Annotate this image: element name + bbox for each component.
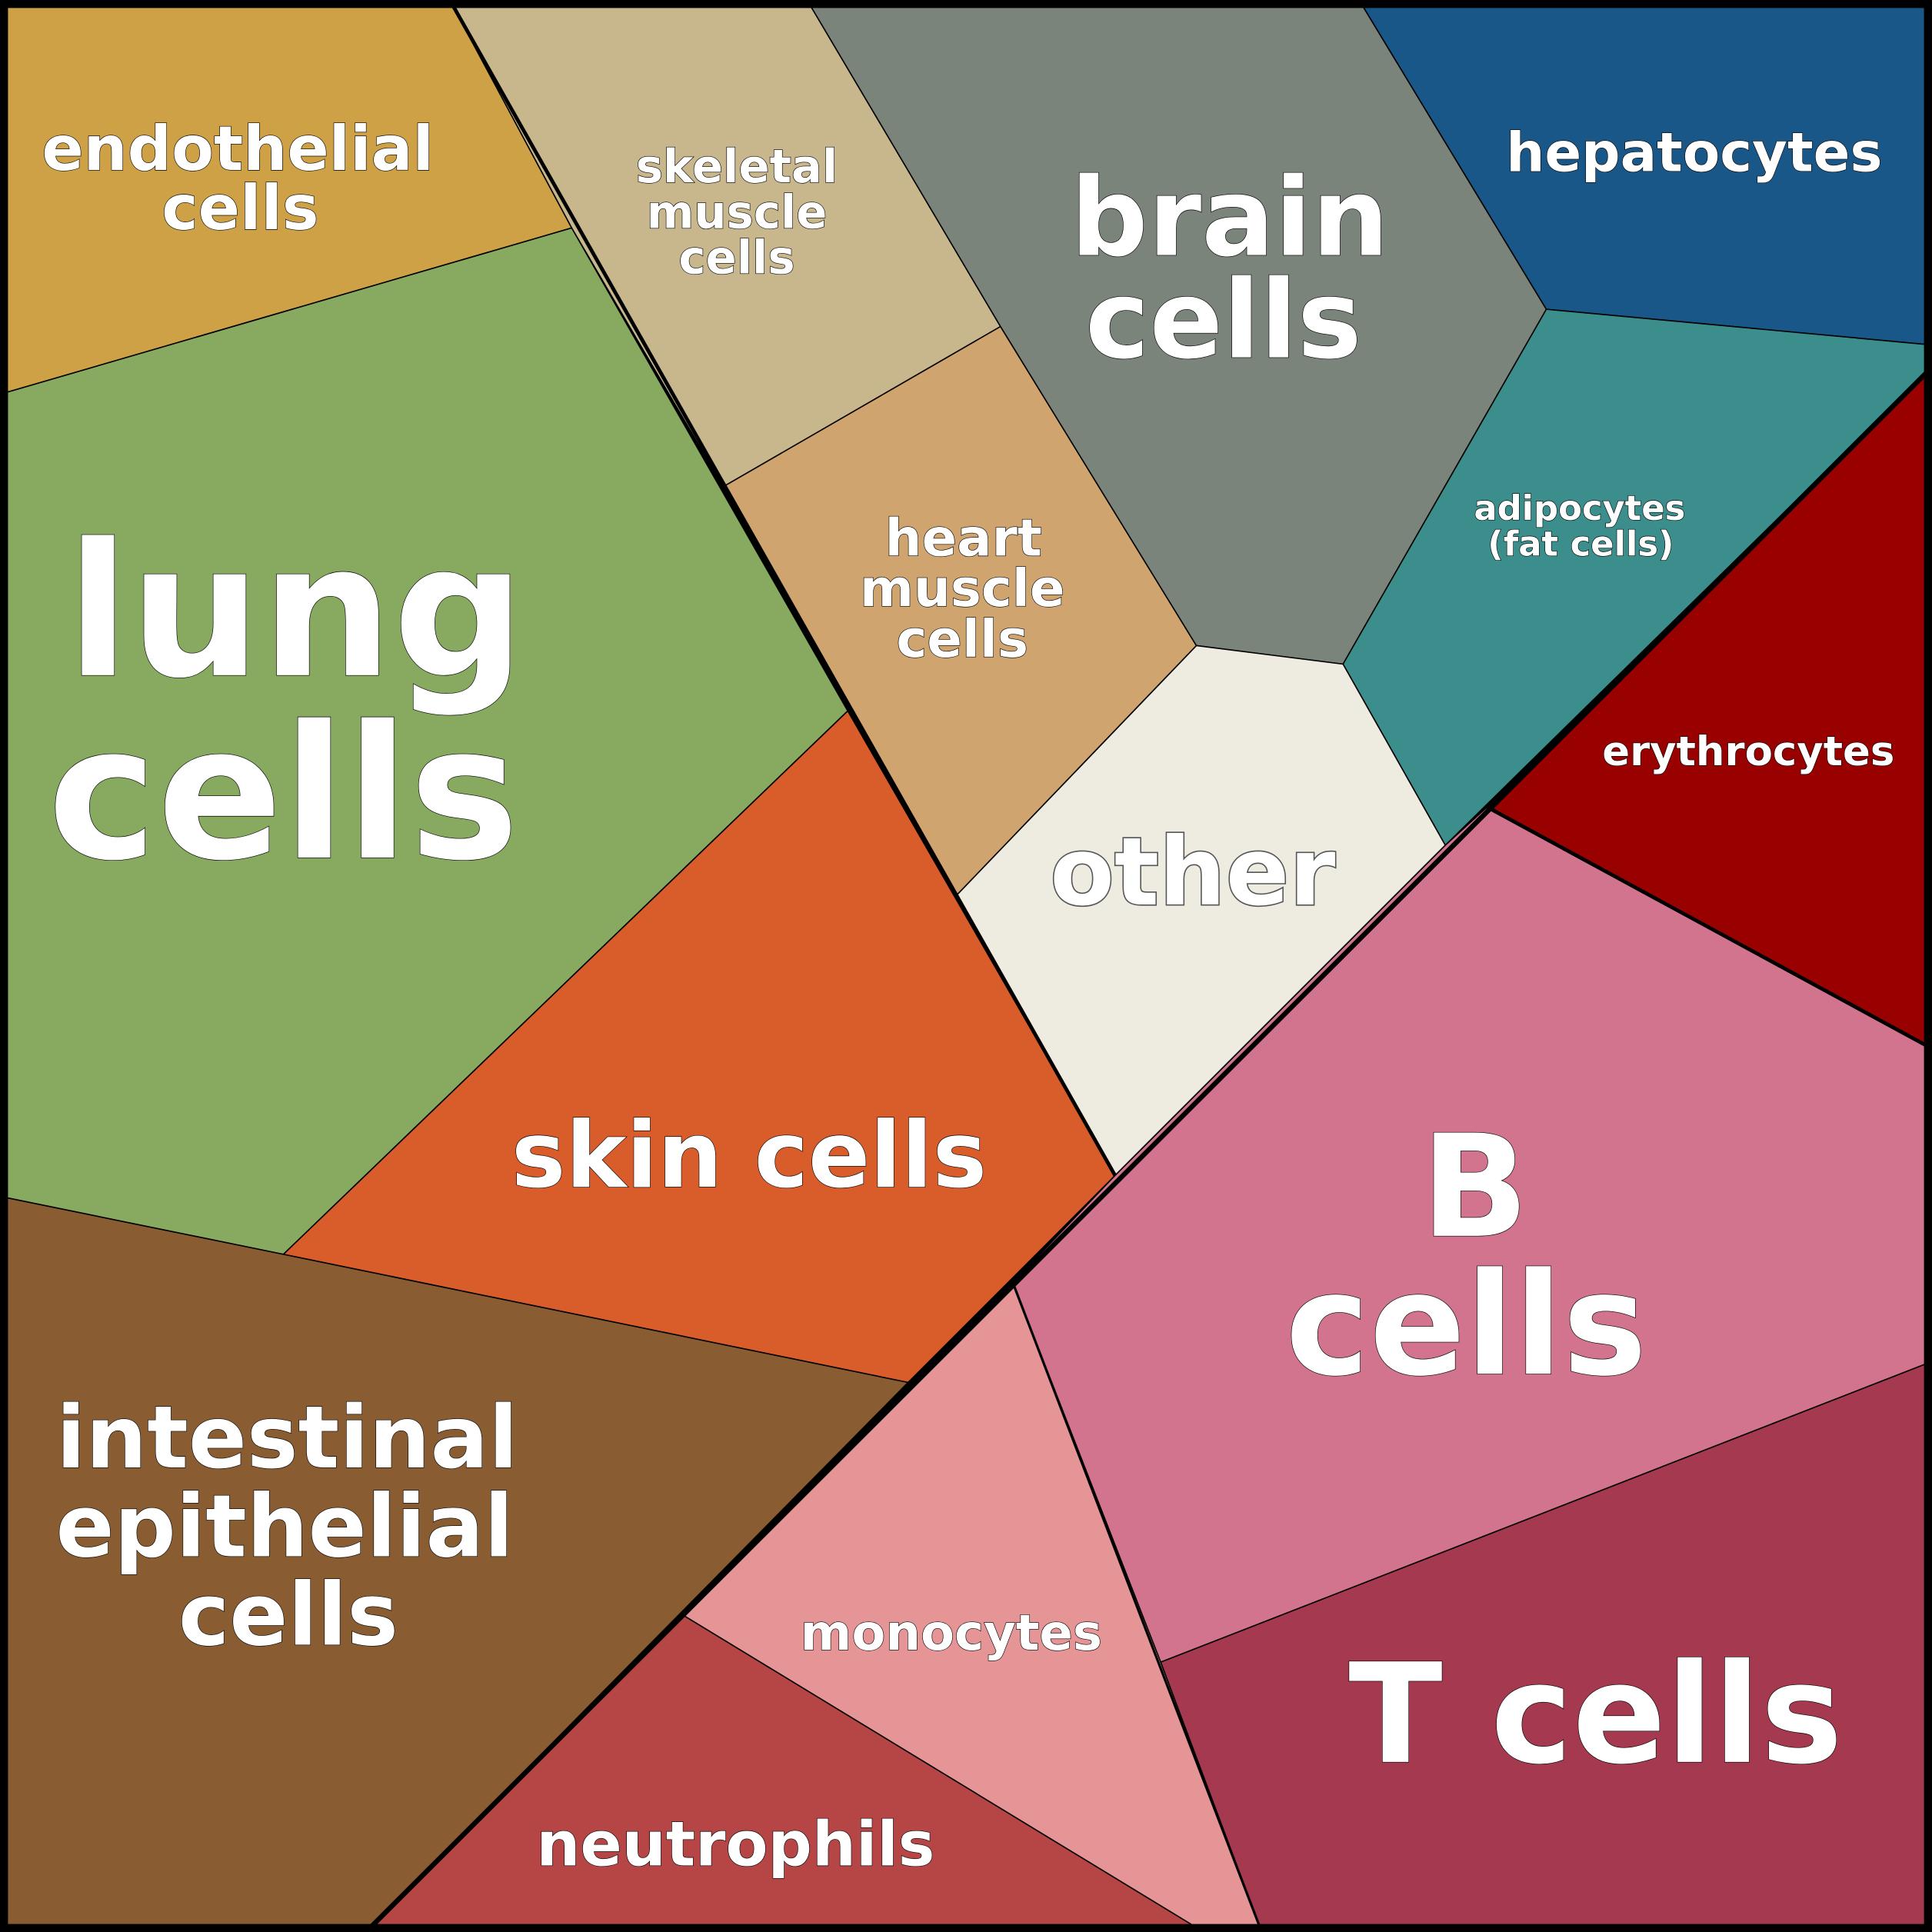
region-intestinal-epithelial-cells [0, 1195, 910, 1932]
divider-left [448, 0, 1117, 1177]
region-adipocytes [1342, 308, 1932, 847]
label-hepatocytes: hepatocytes [1506, 122, 1882, 185]
label-skin: skin cells [511, 1102, 987, 1208]
region-hepatocytes [1358, 0, 1932, 346]
divider-diagonal [364, 365, 1932, 1932]
label-erythrocytes: erythrocytes [1602, 728, 1894, 775]
divider-t-cells [1011, 1282, 1263, 1932]
label-adipocytes: adipocytes(fat cells) [1474, 488, 1685, 564]
label-other: other [1050, 818, 1335, 927]
label-t-cells: T cells [1348, 1634, 1843, 1795]
divider-erythro [1486, 805, 1932, 1051]
label-monocytes: monocytes [801, 1605, 1102, 1662]
label-neutrophils: neutrophils [536, 1808, 934, 1880]
